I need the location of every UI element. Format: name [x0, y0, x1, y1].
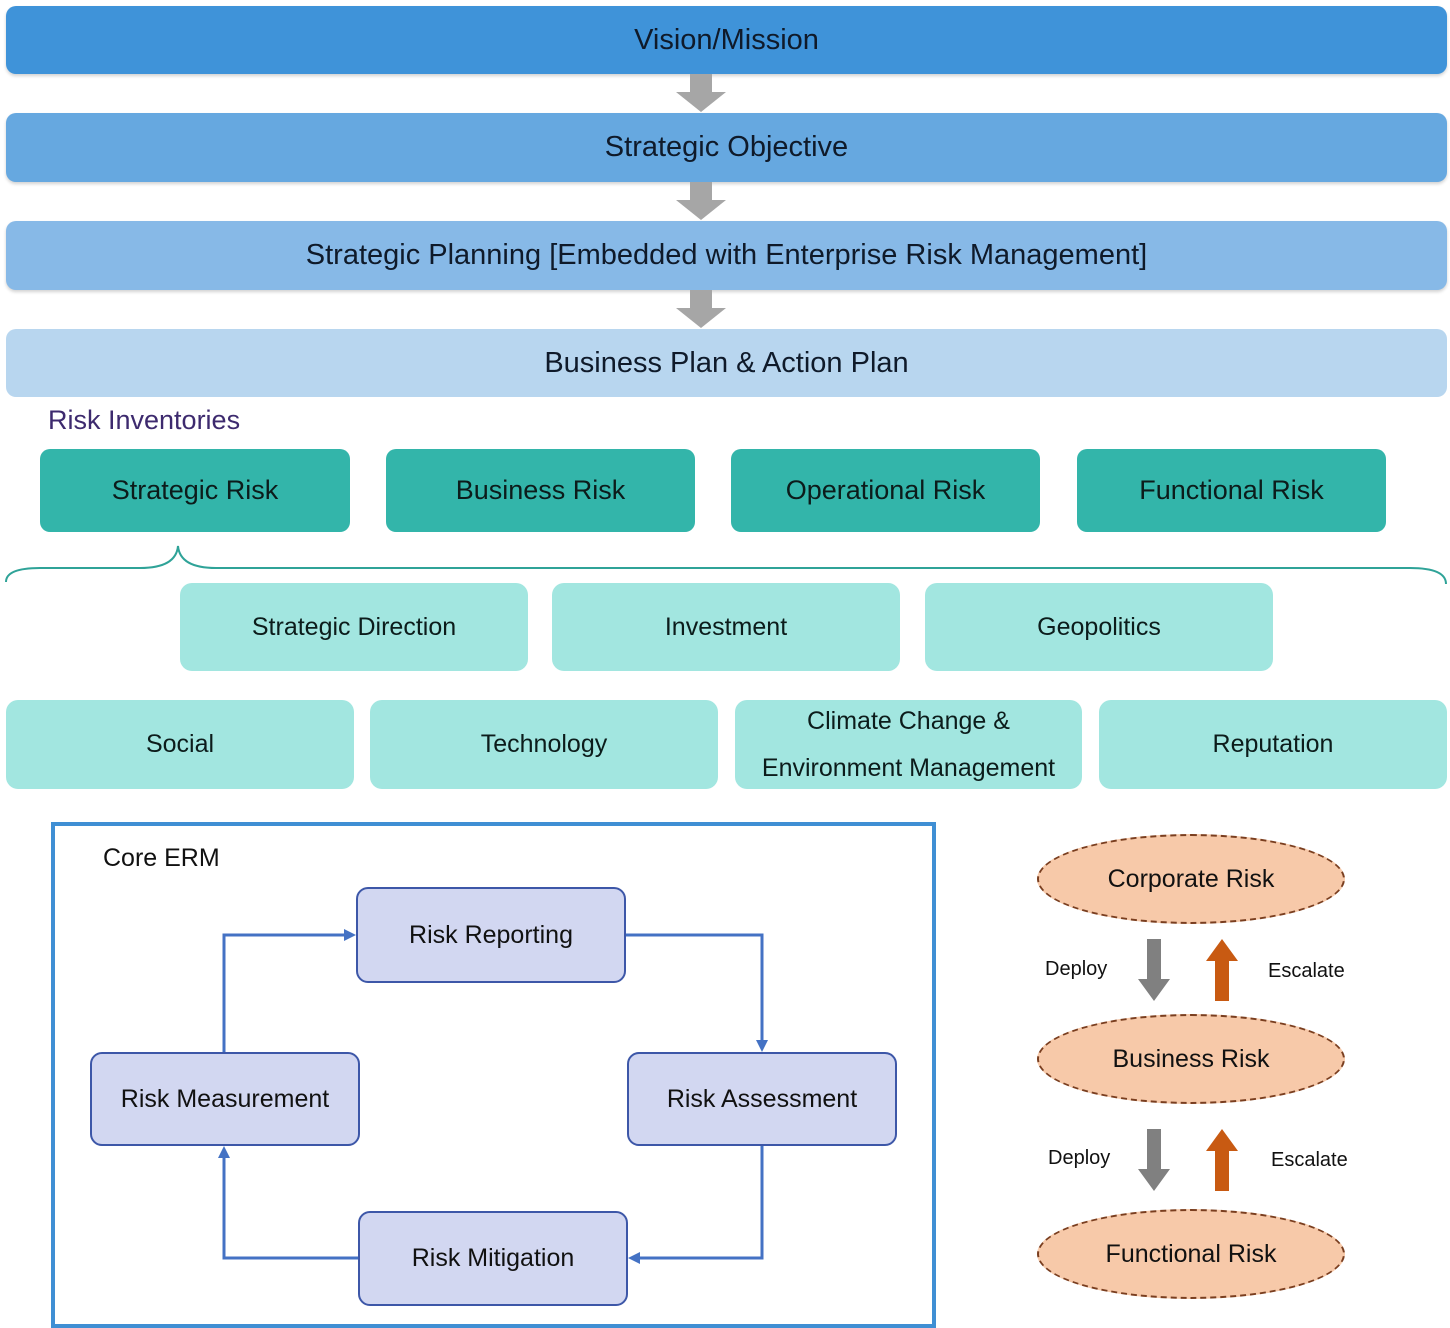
business-risk-node: Business Risk — [1037, 1014, 1345, 1104]
subtype-social: Social — [6, 700, 354, 789]
risk-mitigation-label: Risk Mitigation — [411, 1244, 575, 1272]
strategic-planning-label: Strategic Planning [Embedded with Enterp… — [305, 239, 1148, 271]
escalate-arrow-1-icon — [1206, 939, 1238, 1001]
category-label: Strategic Risk — [111, 475, 279, 505]
subtype-climate-change: Climate Change & Environment Management — [735, 700, 1082, 789]
deploy-arrow-1-icon — [1138, 939, 1170, 1001]
deploy-arrow-2-icon — [1138, 1129, 1170, 1191]
subtype-label: Geopolitics — [1037, 612, 1161, 641]
subtype-investment: Investment — [552, 583, 900, 671]
category-label: Functional Risk — [1139, 475, 1324, 505]
strategic-objective-box: Strategic Objective — [6, 113, 1447, 182]
risk-reporting-node: Risk Reporting — [356, 887, 626, 983]
flow-arrow-1-icon — [676, 74, 726, 112]
category-label: Operational Risk — [785, 475, 986, 505]
functional-risk-node: Functional Risk — [1037, 1209, 1345, 1299]
risk-assessment-label: Risk Assessment — [666, 1084, 858, 1113]
corporate-risk-node: Corporate Risk — [1037, 834, 1345, 924]
vision-mission-box: Vision/Mission — [6, 6, 1447, 74]
strategic-objective-label: Strategic Objective — [604, 131, 849, 163]
subtype-reputation: Reputation — [1099, 700, 1447, 789]
deploy-label-1: Deploy — [1045, 958, 1108, 980]
subtype-label: Technology — [480, 730, 608, 758]
vision-mission-label: Vision/Mission — [634, 23, 819, 56]
risk-measurement-node: Risk Measurement — [90, 1052, 360, 1146]
subtype-label-line-2: Environment Management — [761, 753, 1056, 782]
subtype-geopolitics: Geopolitics — [925, 583, 1273, 671]
subtype-label: Social — [145, 730, 215, 758]
risk-mitigation-node: Risk Mitigation — [358, 1211, 628, 1306]
category-business-risk: Business Risk — [386, 449, 695, 532]
escalate-arrow-2-icon — [1206, 1129, 1238, 1191]
subtype-strategic-direction: Strategic Direction — [180, 583, 528, 671]
subtype-label: Reputation — [1212, 730, 1334, 758]
category-functional-risk: Functional Risk — [1077, 449, 1386, 532]
business-risk-label: Business Risk — [1112, 1044, 1270, 1073]
strategic-risk-brace — [5, 545, 1447, 585]
business-action-plan-box: Business Plan & Action Plan — [6, 329, 1447, 397]
subtype-technology: Technology — [370, 700, 718, 789]
risk-assessment-node: Risk Assessment — [627, 1052, 897, 1146]
subtype-label: Strategic Direction — [251, 612, 457, 641]
flow-arrow-2-icon — [676, 182, 726, 220]
subtype-label-line-1: Climate Change & — [807, 706, 1010, 735]
category-label: Business Risk — [455, 475, 626, 505]
category-strategic-risk: Strategic Risk — [40, 449, 350, 532]
business-action-plan-label: Business Plan & Action Plan — [544, 346, 909, 379]
deploy-label-2: Deploy — [1048, 1147, 1111, 1169]
category-operational-risk: Operational Risk — [731, 449, 1040, 532]
escalate-label-1: Escalate — [1268, 960, 1345, 982]
corporate-risk-label: Corporate Risk — [1107, 864, 1275, 893]
subtype-label: Investment — [664, 612, 788, 641]
risk-reporting-label: Risk Reporting — [409, 920, 573, 949]
functional-risk-label: Functional Risk — [1105, 1239, 1277, 1268]
escalate-label-2: Escalate — [1271, 1149, 1348, 1171]
core-erm-title: Core ERM — [103, 844, 220, 872]
flow-arrow-3-icon — [676, 290, 726, 328]
risk-inventories-label: Risk Inventories — [48, 405, 241, 435]
strategic-planning-box: Strategic Planning [Embedded with Enterp… — [6, 221, 1447, 290]
risk-measurement-label: Risk Measurement — [120, 1084, 330, 1113]
